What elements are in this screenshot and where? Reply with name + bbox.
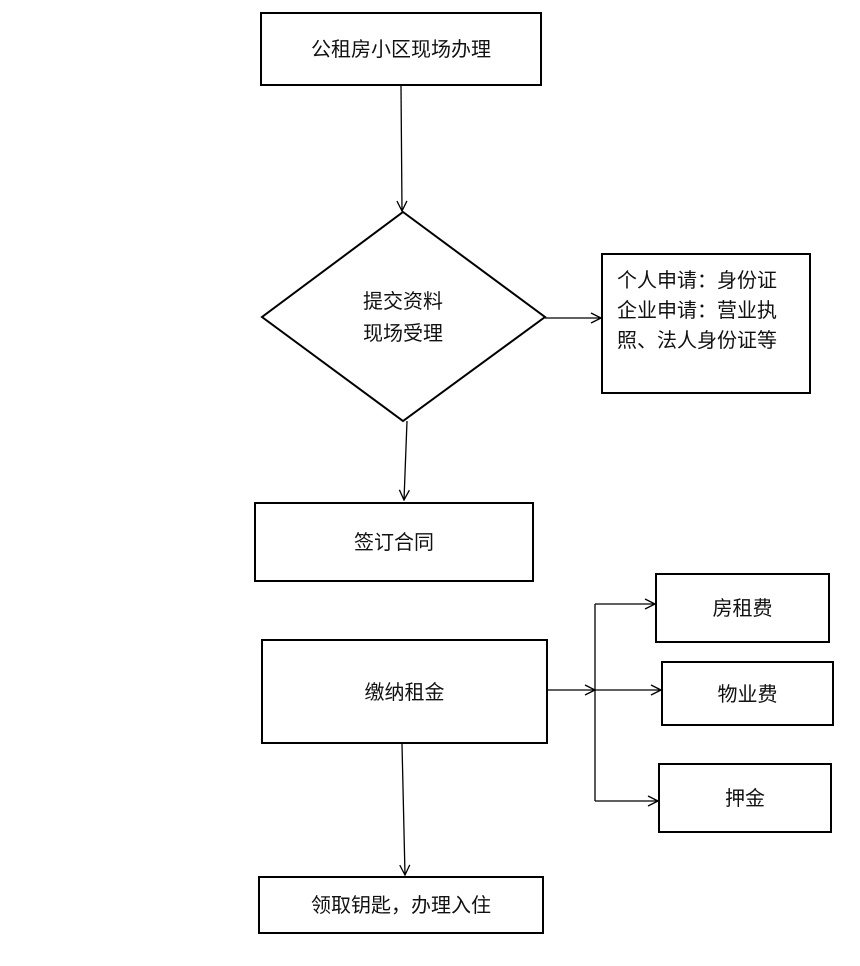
documents-note-line-2: 企业申请：营业执 (617, 298, 777, 322)
property-fee-box: 物业费 (661, 661, 834, 726)
rent-fee-label: 房租费 (712, 596, 773, 620)
arrow-pay-to-finish (402, 743, 405, 875)
property-fee-label: 物业费 (717, 681, 778, 706)
start-box-label: 公租房小区现场办理 (311, 37, 491, 61)
decision-label-line-2: 现场受理 (363, 321, 443, 345)
sign-contract-label: 签订合同 (354, 530, 434, 554)
decision-diamond (260, 210, 547, 423)
decision-label: 提交资料 现场受理 (303, 285, 503, 349)
documents-note-line-1: 个人申请：身份证 (617, 268, 777, 292)
finish-box: 领取钥匙，办理入住 (258, 876, 544, 934)
documents-note-box: 个人申请：身份证 企业申请：营业执 照、法人身份证等 (601, 253, 811, 394)
pay-rent-label: 缴纳租金 (364, 679, 445, 704)
finish-label: 领取钥匙，办理入住 (311, 893, 491, 917)
arrow-decision-to-sign (404, 420, 407, 500)
documents-note-line-3: 照、法人身份证等 (617, 328, 777, 352)
sign-contract-box: 签订合同 (254, 502, 534, 582)
decision-label-line-1: 提交资料 (363, 289, 443, 313)
deposit-label: 押金 (725, 786, 765, 810)
deposit-box: 押金 (658, 763, 832, 833)
start-box: 公租房小区现场办理 (260, 12, 542, 86)
pay-rent-box: 缴纳租金 (261, 639, 548, 744)
arrow-start-to-decision (401, 85, 402, 211)
rent-fee-box: 房租费 (655, 573, 830, 643)
